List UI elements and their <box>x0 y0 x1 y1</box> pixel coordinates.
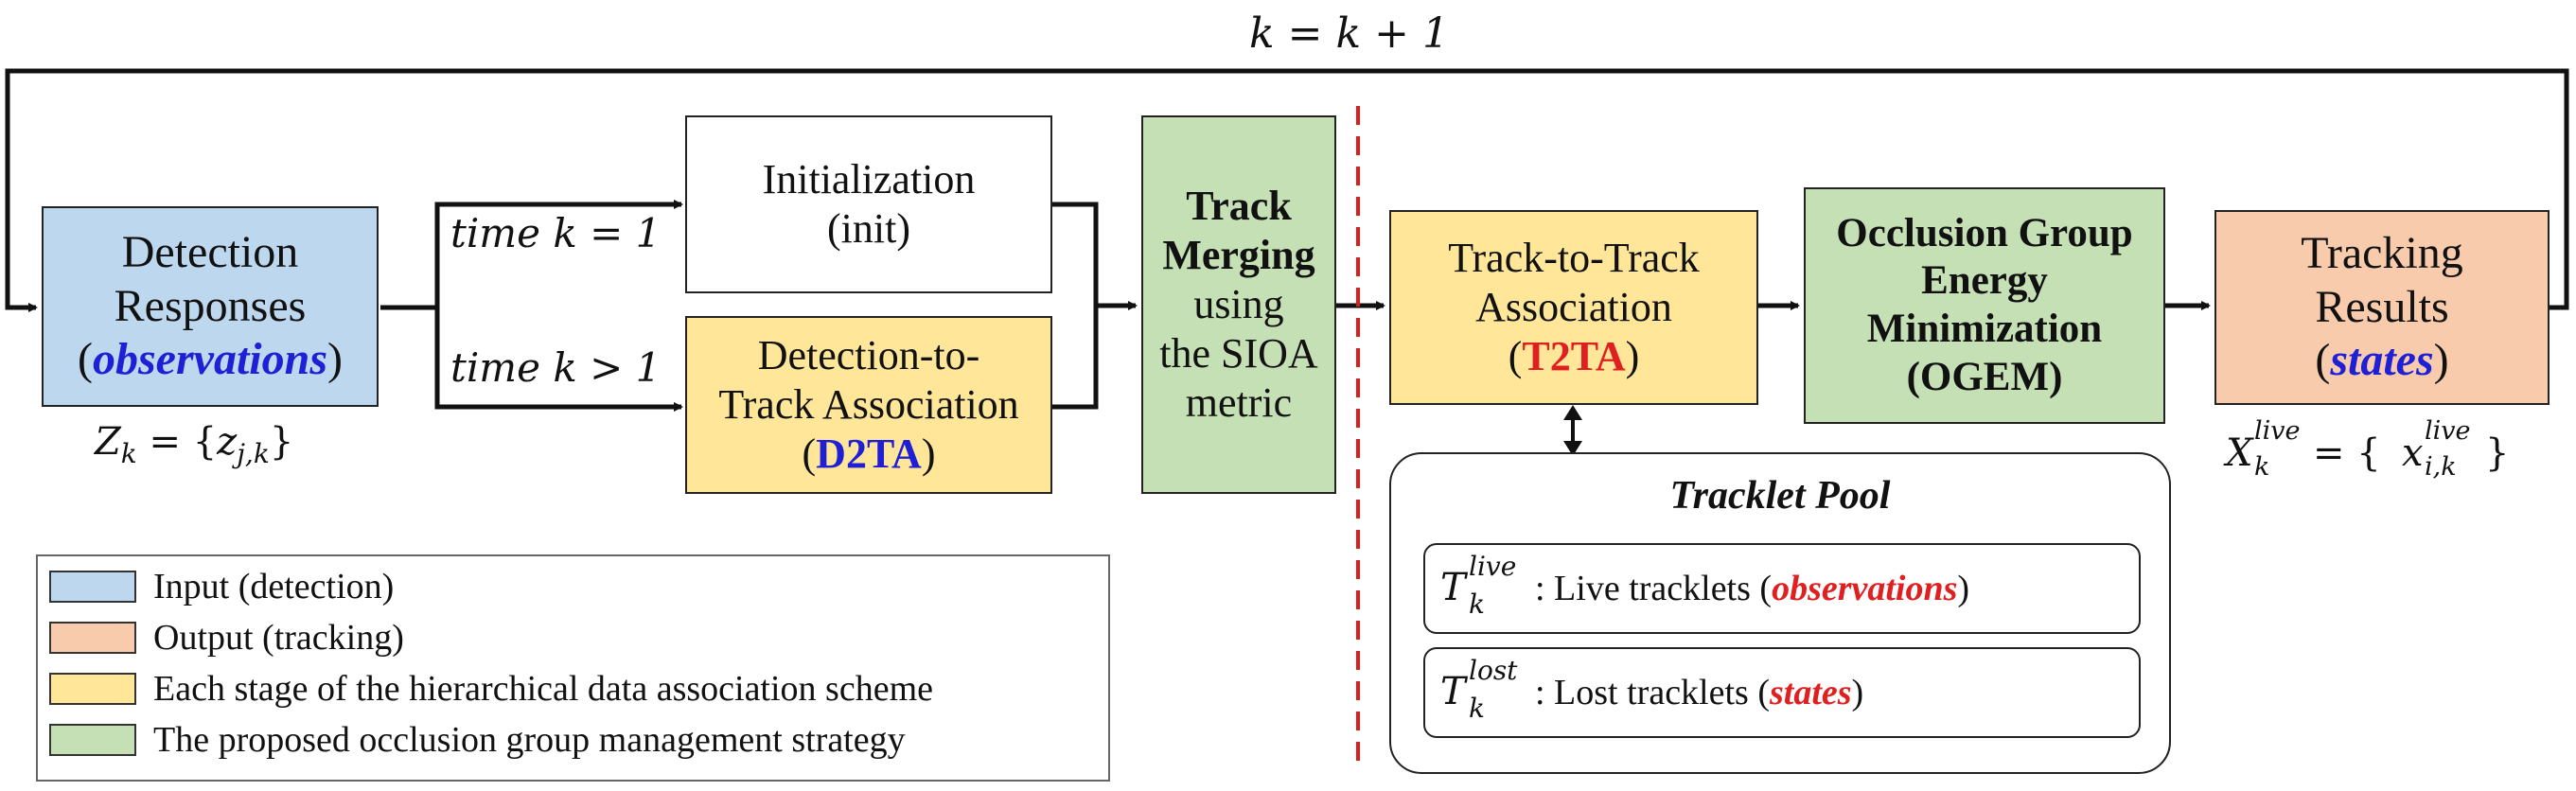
d2ta-to-merge <box>1052 306 1099 410</box>
merging-line1: Track <box>1186 183 1292 230</box>
legend-item-output: Output (tracking) <box>49 618 404 658</box>
init-line2: (init) <box>827 205 910 252</box>
live-tracklets-symbol: T live k <box>1440 551 1517 620</box>
observations-keyword: observations <box>92 334 327 385</box>
results-line2: Results <box>2315 281 2449 332</box>
tracklet-pool-title: Tracklet Pool <box>1669 474 1891 518</box>
xk-formula: X live k = { x live i,k } <box>2226 416 2510 482</box>
merging-line5: metric <box>1185 378 1293 426</box>
d2ta-keyword: D2TA <box>816 430 922 477</box>
lost-tracklets-item: T lost k : Lost tracklets (states) <box>1423 647 2141 738</box>
init-line1: Initialization <box>762 156 976 203</box>
detection-line2: Responses <box>114 280 307 331</box>
ogem-box: Occlusion Group Energy Minimization (OGE… <box>1804 187 2165 424</box>
legend-item-occlusion: The proposed occlusion group management … <box>49 720 906 760</box>
branch-to-init <box>434 200 683 308</box>
zk-formula: Zk = {zj,k} <box>95 420 294 469</box>
legend-swatch-output <box>49 622 136 654</box>
branch-label-k1: time k = 1 <box>450 210 662 256</box>
t2ta-keyword: T2TA <box>1522 332 1626 379</box>
t2ta-line3: (T2TA) <box>1508 332 1640 379</box>
d2ta-box: Detection-to- Track Association (D2TA) <box>685 316 1052 494</box>
live-tracklets-item: T live k : Live tracklets (observations) <box>1423 543 2141 634</box>
t2ta-line2: Association <box>1475 284 1672 331</box>
detection-line1: Detection <box>121 227 299 278</box>
ogem-line2: Energy <box>1921 258 2048 304</box>
d2ta-line2: Track Association <box>718 381 1019 429</box>
legend-label-input: Input (detection) <box>153 567 395 606</box>
ogem-line3: Minimization <box>1866 307 2103 351</box>
t2ta-pool-arrow-down <box>1563 441 1582 456</box>
legend-label-output: Output (tracking) <box>153 618 404 658</box>
detection-line3: (observations) <box>78 334 343 385</box>
lost-states-keyword: states <box>1769 673 1852 712</box>
results-line1: Tracking <box>2301 228 2463 279</box>
legend-label-association: Each stage of the hierarchical data asso… <box>153 669 933 709</box>
ogem-line4: (OGEM) <box>1906 354 2063 399</box>
legend: Input (detection) Output (tracking) Each… <box>36 554 1110 782</box>
tracklet-pool: Tracklet Pool T live k : Live tracklets … <box>1389 452 2171 774</box>
t2ta-pool-arrow-up <box>1563 405 1582 420</box>
states-keyword: states <box>2330 335 2434 386</box>
lost-tracklets-symbol: T lost k <box>1440 655 1518 724</box>
d2ta-line3: (D2TA) <box>802 430 936 477</box>
branch-to-d2ta <box>434 308 683 412</box>
merging-line4: the SIOA <box>1159 329 1318 377</box>
legend-swatch-association <box>49 673 136 705</box>
results-line3: (states) <box>2315 335 2449 386</box>
legend-label-occlusion: The proposed occlusion group management … <box>153 720 906 760</box>
live-observations-keyword: observations <box>1772 569 1958 608</box>
legend-swatch-occlusion <box>49 724 136 756</box>
track-merging-box: Track Merging using the SIOA metric <box>1141 115 1336 494</box>
t2ta-box: Track-to-Track Association (T2TA) <box>1389 210 1758 405</box>
initialization-box: Initialization (init) <box>685 115 1052 293</box>
live-tracklets-text: : Live tracklets (observations) <box>1535 569 1970 608</box>
branch-label-kgt1: time k > 1 <box>450 344 662 391</box>
loop-label: k = k + 1 <box>1249 9 1449 58</box>
merging-line2: Merging <box>1162 232 1315 279</box>
feedback-loop-line <box>5 68 2569 312</box>
merging-line3: using <box>1193 281 1284 328</box>
init-to-merge <box>1052 202 1099 306</box>
tracking-results-box: Tracking Results (states) <box>2214 210 2550 405</box>
d2ta-line1: Detection-to- <box>757 332 980 379</box>
legend-swatch-input <box>49 571 136 603</box>
lost-tracklets-text: : Lost tracklets (states) <box>1535 673 1864 712</box>
ogem-line1: Occlusion Group <box>1836 210 2133 255</box>
detection-responses-box: Detection Responses (observations) <box>42 206 379 407</box>
legend-item-input: Input (detection) <box>49 567 395 606</box>
legend-item-association: Each stage of the hierarchical data asso… <box>49 669 933 709</box>
t2ta-line1: Track-to-Track <box>1448 235 1700 282</box>
